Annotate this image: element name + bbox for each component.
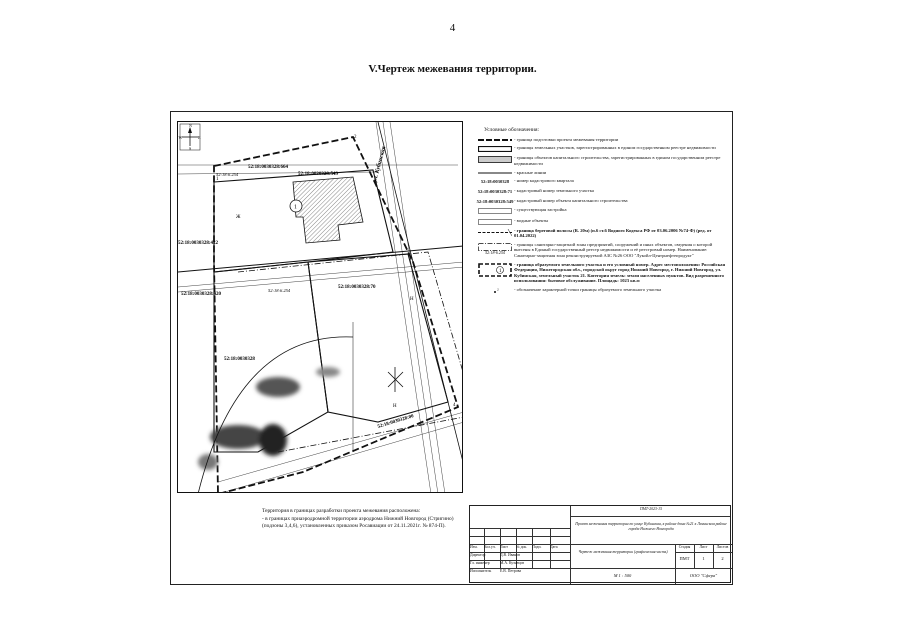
project-boundary-symbol <box>476 137 514 142</box>
project-boundary <box>213 135 460 492</box>
tb-sheet: 1 <box>702 556 705 561</box>
zone-label: 52:18:6.254 <box>268 288 291 293</box>
red-line-symbol <box>476 170 514 175</box>
point-label-2: 3 <box>410 257 413 262</box>
legend-item: 52:18:0030328 - номер кадастрового кварт… <box>480 178 574 185</box>
parcel-label: 52:18:0030328 <box>224 357 255 362</box>
tb-name: Е.В. Петрова <box>500 569 522 573</box>
title-block: ПМТ-2023-15 Проект межевания территории … <box>469 505 732 584</box>
compass-s: S <box>189 146 191 151</box>
legend: Условные обозначения: - граница подготов… <box>476 127 728 297</box>
svg-text:1: 1 <box>499 269 502 274</box>
street-label: ул. Кубинская <box>371 146 387 184</box>
legend-item: 52:18:0030328:549 - кадастровый номер об… <box>476 197 628 204</box>
tb-role: Гл. инженер <box>470 561 490 565</box>
page-number: 4 <box>449 22 456 34</box>
legend-item: 2 - обозначение характерной точки границ… <box>476 287 728 294</box>
svg-text:2: 2 <box>497 288 499 292</box>
tb-sheet-title: Чертеж межевания территории (графическая… <box>578 550 668 554</box>
parcel-label: 52:18:0030328:420 <box>181 292 221 297</box>
legend-item: - границы земельных участков, зарегистри… <box>476 145 728 153</box>
red-line-2 <box>377 122 462 460</box>
cadastral-map: N W E S <box>177 121 463 493</box>
registered-parcels <box>213 169 449 453</box>
tb-name: Д.В. Иванов <box>500 553 520 557</box>
tb-col-header: Лист <box>500 545 508 549</box>
tb-code: ПМТ-2023-15 <box>640 507 662 511</box>
tb-sheet-header: Лист <box>699 545 708 549</box>
map-svg: N W E S <box>178 122 462 492</box>
shore-zone-symbol <box>476 228 514 236</box>
legend-heading: Условные обозначения: <box>484 127 540 133</box>
note-line: (подзоны 3,4,6), установленных приказом … <box>262 523 446 530</box>
tb-scale: М 1 : 500 <box>613 573 632 578</box>
tb-col-header: Кол.уч. <box>484 545 496 549</box>
tb-sheets-header: Листов <box>716 545 729 549</box>
new-parcel-symbol: 1 <box>476 262 514 277</box>
legend-item: - красные линии <box>476 170 728 176</box>
building-label: Н <box>410 297 414 302</box>
street-lines <box>178 122 462 492</box>
parcel-marker-circle <box>289 199 303 213</box>
note-line: Территория в границах разработки проекта… <box>262 508 421 514</box>
legend-item: 1 - граница образуемого земельного участ… <box>476 262 728 284</box>
tb-project-title: Проект межевания территории по улице Куб… <box>575 522 727 531</box>
tb-stage: ПМТ <box>679 556 690 561</box>
point-label-4: 4 <box>453 403 456 408</box>
legend-item: - существующая застройка <box>476 207 728 215</box>
legend-item: - граница подготовки проекта межевания т… <box>476 137 728 143</box>
legend-item: - граница береговой полосы (R. 20м) (п.6… <box>476 228 728 239</box>
parcel-marker-label: 1 <box>294 205 297 211</box>
tb-col-header: № док. <box>516 545 528 549</box>
parcel-label: 52:18:0030328:422 <box>178 241 218 246</box>
arc-line <box>198 336 354 492</box>
notes: Территория в границах разработки проекта… <box>262 508 468 531</box>
sanitary-zone-symbol: 52:18-6.254 <box>476 242 514 256</box>
point-label-3: 1 <box>216 177 219 182</box>
tb-sheets: 2 <box>721 556 724 561</box>
parcel-boundary-symbol <box>476 145 514 153</box>
point-symbol: 2 <box>476 287 514 294</box>
compass-e: E <box>198 135 201 140</box>
red-line <box>178 245 462 273</box>
sanitary-zone <box>237 251 462 453</box>
building-boundary-symbol <box>476 155 514 164</box>
legend-item: - водные объекты <box>476 218 728 225</box>
point-label-1: 2 <box>354 135 357 140</box>
tb-role: Директор <box>470 553 486 557</box>
compass-icon: N W E S <box>179 123 202 151</box>
tb-col-header: Подп. <box>532 545 542 549</box>
tb-role: Исполнитель <box>470 569 492 573</box>
note-line: - в границах приаэродромной территории а… <box>262 515 454 522</box>
zone-label: 52:18:6.254 <box>216 172 239 177</box>
compass-w: W <box>179 135 183 140</box>
zone-label: Н <box>393 404 397 409</box>
parcel-label: 52:18:0030328:70 <box>338 285 376 290</box>
parcel-label: 52:18:0030328:664 <box>248 165 288 170</box>
drawing-frame <box>170 111 733 585</box>
tb-company: ООО "Сфера" <box>689 573 718 578</box>
tb-col-header: Изм. <box>470 545 478 549</box>
point-marker <box>387 367 404 392</box>
tb-name: М.А. Кузнецов <box>500 561 525 565</box>
parcel-label: 52:18:0030328:549 <box>298 172 338 177</box>
legend-item: 52:18:0030328:71 - кадастровый номер зем… <box>477 188 594 195</box>
tb-stage-header: Стадия <box>678 545 691 549</box>
legend-item: 52:18-6.254 - границы санитарно-защитной… <box>476 242 728 259</box>
tb-col-header: Дата <box>550 545 558 549</box>
existing-building-symbol <box>476 207 514 215</box>
building-label: Ж <box>236 215 241 220</box>
compass-n: N <box>189 123 192 128</box>
page-title: V.Чертеж межевания территории. <box>368 63 537 75</box>
building-outline <box>292 176 364 244</box>
legend-item: - границы объектов капитального строител… <box>476 155 728 166</box>
water-symbol <box>476 218 514 225</box>
water-objects <box>198 367 340 470</box>
